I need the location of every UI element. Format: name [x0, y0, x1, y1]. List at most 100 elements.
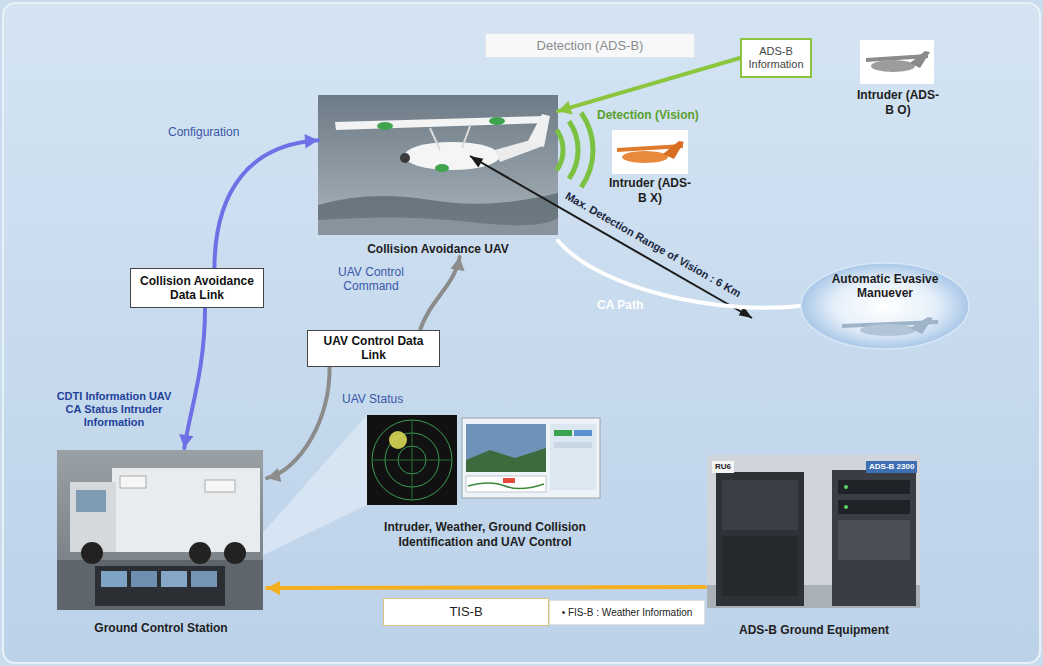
connector-line [214, 140, 318, 268]
connector-line [184, 308, 205, 448]
display-screens [554, 430, 572, 436]
gcs-photo [76, 490, 106, 512]
ellipse-outline [860, 324, 916, 336]
equipment-tag: ADS-B 2300 [866, 461, 917, 473]
intruder-o-picture [910, 51, 930, 68]
arrow-head [179, 434, 193, 448]
gcs-photo [120, 476, 146, 488]
display-screens [466, 424, 546, 472]
gcs-photo [95, 566, 225, 606]
uav-photo [462, 126, 470, 148]
intruder-o-picture [871, 60, 915, 72]
arrow-head [305, 134, 318, 148]
connector [420, 257, 464, 330]
uav-photo [335, 116, 546, 130]
connector [267, 581, 705, 595]
node-text: Intruder (ADS-B O) [855, 88, 941, 117]
ellipse-outline [910, 317, 933, 334]
adsb-equipment-photo [844, 505, 848, 509]
display-screens [554, 442, 592, 448]
display-screens [372, 460, 452, 461]
connector [558, 58, 740, 114]
vision-arcs [557, 130, 563, 170]
adsb-equipment-photo [716, 472, 804, 606]
uav-photo [318, 193, 558, 235]
uav-photo [377, 122, 393, 130]
node-text: Detection (ADS-B) [537, 38, 644, 54]
gcs-photo [70, 482, 116, 552]
display-screens [462, 418, 600, 498]
adsb-equipment-photo [832, 470, 916, 606]
data-link-box: Collision Avoidance Data Link [130, 268, 264, 308]
display-screens [468, 483, 544, 489]
connector-line [558, 58, 740, 111]
detection-range-line [470, 156, 483, 168]
uav-photo [430, 128, 440, 150]
display-screens [367, 415, 457, 505]
vision-arcs [557, 113, 593, 188]
connector-line [267, 587, 705, 588]
section-tag: Detection (ADS-B) [485, 33, 695, 58]
ground-station: Ground Control Station [55, 448, 267, 636]
uav-photo [318, 95, 558, 235]
node-text: Ground Control Station [94, 621, 227, 635]
connector [267, 367, 330, 482]
uav-photo [400, 153, 410, 163]
node-text: Collision Avoidance Data Link [135, 274, 259, 303]
link-tag: TIS-B [383, 598, 549, 626]
gcs-photo [112, 468, 260, 552]
adsb-equipment-photo [707, 455, 920, 608]
intruder-x-picture [663, 141, 684, 159]
vision-arcs [569, 121, 578, 178]
connector [179, 308, 205, 448]
equipment-tag: RU6 [712, 461, 734, 473]
adsb-equipment-photo [722, 480, 798, 530]
arrow-head [558, 101, 572, 115]
info-box: ADS-B Information [740, 38, 812, 78]
vision-label: Detection (Vision) [597, 108, 699, 122]
gcs-photo [205, 480, 235, 492]
uav-photo [489, 117, 505, 125]
node-text: ADS-B Information [746, 45, 806, 71]
node-text: Intruder (ADS-B X) [605, 176, 695, 205]
adsb-equipment-photo [838, 500, 910, 514]
arrow-head [267, 468, 281, 482]
edge-label: UAV Control Command [330, 265, 412, 294]
display-screens [550, 424, 596, 490]
vision-arcs [581, 113, 593, 188]
connector-line [267, 367, 330, 478]
ground-equipment: ADS-B Ground Equipment [705, 452, 923, 638]
connector [214, 134, 318, 268]
range-dimension: Max. Detection Range of Vision : 6 Km [563, 190, 743, 301]
display-screens [574, 430, 592, 436]
node-text: Collision Avoidance UAV [367, 242, 509, 256]
connector-line [558, 241, 800, 308]
edge-label: CA Path [597, 298, 643, 312]
display-screens [389, 431, 407, 449]
uav-photo [318, 95, 558, 235]
adsb-equipment-photo [838, 480, 910, 494]
intruder-x-picture [612, 130, 688, 174]
maneuver-ellipse: Automatic Evasive Manuever [800, 262, 970, 350]
note-tag: • FIS-B : Weather Information [549, 600, 705, 625]
edge-label: Configuration [168, 125, 239, 139]
adsb-equipment-photo [838, 520, 910, 560]
node-text: • FIS-B : Weather Information [562, 607, 693, 619]
gcs-photo [131, 571, 157, 587]
gcs-photo [57, 450, 263, 610]
uav-photo [528, 114, 550, 147]
gcs-photo [101, 571, 127, 587]
arrow-head [267, 581, 280, 595]
connector [558, 241, 800, 308]
node-text: Automatic Evasive Manuever [823, 272, 948, 301]
uav-photo-box: Collision Avoidance UAV [318, 95, 558, 257]
intruder-o-picture [860, 40, 934, 84]
node-text: TIS-B [449, 604, 482, 620]
gcs-photo [81, 542, 103, 564]
ellipse-outline [801, 263, 969, 349]
detection-range-line [470, 156, 752, 318]
